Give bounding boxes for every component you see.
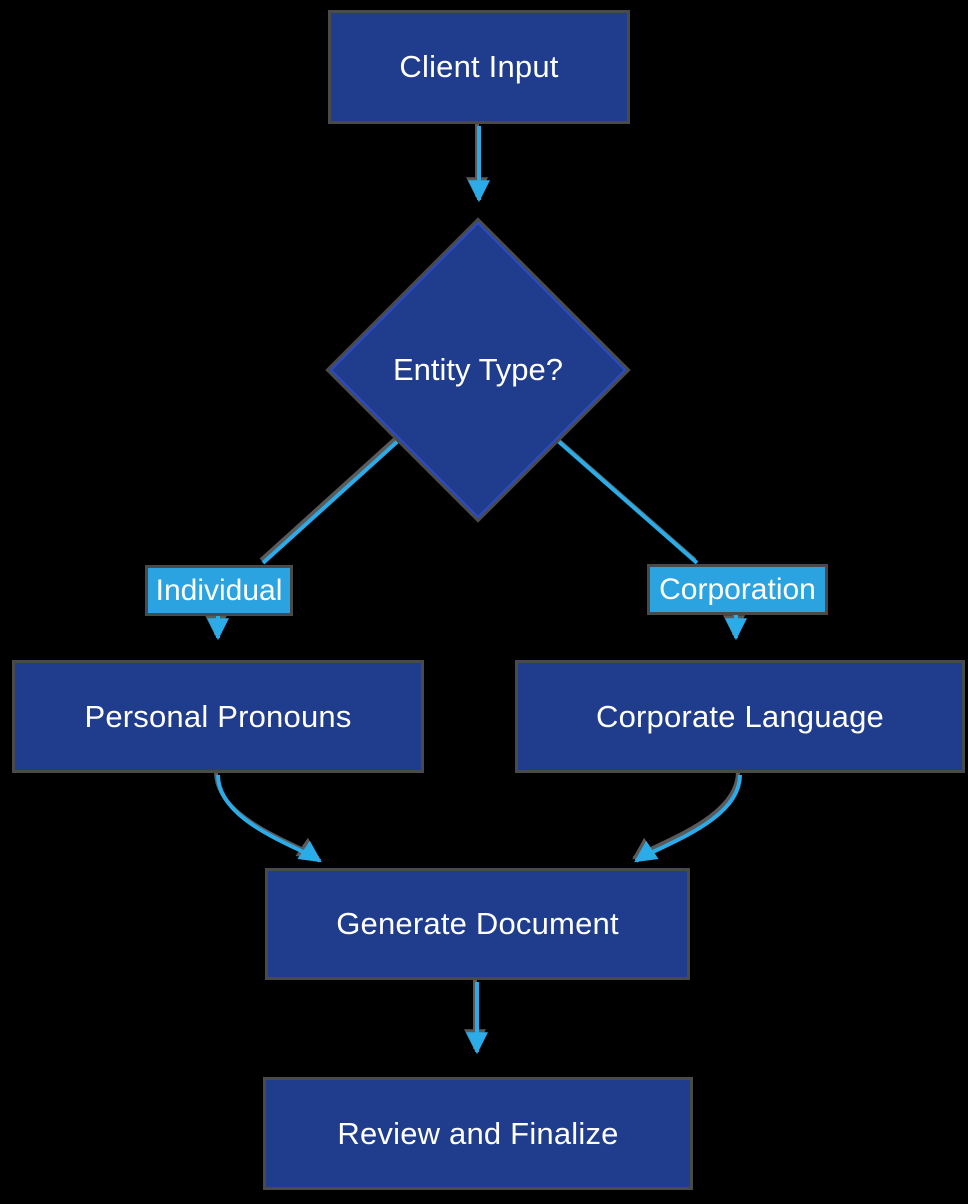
edge-label-individual: Individual xyxy=(145,565,293,616)
node-review-and-finalize-label: Review and Finalize xyxy=(337,1115,619,1151)
edge-entity-type-to-corporation-label xyxy=(556,439,699,565)
edge-personal-pronouns-to-generate-document xyxy=(216,774,322,863)
edge-corporate-language-to-generate-document xyxy=(634,774,742,863)
edge-label-corporation: Corporation xyxy=(647,564,828,615)
node-client-input: Client Input xyxy=(328,10,630,124)
node-corporate-language-label: Corporate Language xyxy=(596,698,884,734)
node-review-and-finalize: Review and Finalize xyxy=(263,1077,693,1190)
edge-label-individual-text: Individual xyxy=(155,573,283,607)
node-generate-document: Generate Document xyxy=(265,868,690,980)
node-generate-document-label: Generate Document xyxy=(336,906,619,941)
edge-label-corporation-text: Corporation xyxy=(659,572,816,606)
edge-entity-type-to-individual-label xyxy=(261,439,400,565)
node-personal-pronouns-label: Personal Pronouns xyxy=(84,698,352,734)
node-entity-type-label: Entity Type? xyxy=(392,352,564,387)
node-client-input-label: Client Input xyxy=(399,49,559,84)
node-corporate-language: Corporate Language xyxy=(515,660,965,773)
node-personal-pronouns: Personal Pronouns xyxy=(12,660,424,773)
